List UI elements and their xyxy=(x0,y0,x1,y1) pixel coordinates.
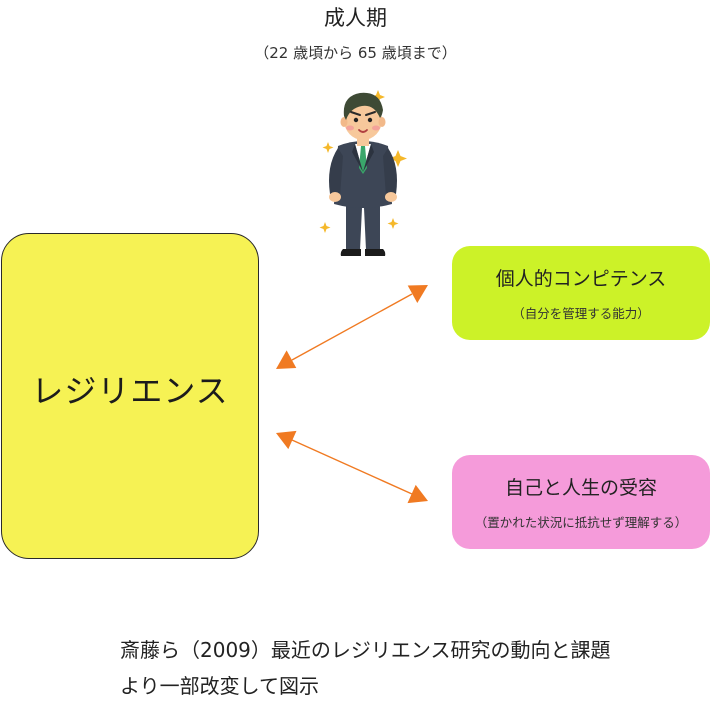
citation-line-1: 斎藤ら（2009）最近のレジリエンス研究の動向と課題 xyxy=(120,638,611,662)
personal-competence-title: 個人的コンピテンス xyxy=(495,268,667,290)
arrow-resilience-acceptance xyxy=(276,430,428,504)
personal-competence-box: 個人的コンピテンス （自分を管理する能力） xyxy=(452,246,710,340)
citation-line-2: より一部改変して図示 xyxy=(120,674,319,698)
citation-note: 斎藤ら（2009）最近のレジリエンス研究の動向と課題 より一部改変して図示 xyxy=(120,632,700,704)
self-acceptance-box: 自己と人生の受容 （置かれた状況に抵抗せず理解する） xyxy=(452,455,710,549)
arrow-resilience-competence xyxy=(276,285,428,369)
businessman-illustration-icon xyxy=(319,90,407,256)
personal-competence-subtitle: （自分を管理する能力） xyxy=(512,306,650,321)
stage-age-range: （22 歳頃から 65 歳頃まで） xyxy=(254,44,457,62)
self-acceptance-title: 自己と人生の受容 xyxy=(504,477,657,499)
resilience-box: レジリエンス xyxy=(1,233,259,559)
self-acceptance-subtitle: （置かれた状況に抵抗せず理解する） xyxy=(474,515,688,530)
resilience-label: レジリエンス xyxy=(31,372,229,410)
stage-title: 成人期 xyxy=(324,6,387,30)
